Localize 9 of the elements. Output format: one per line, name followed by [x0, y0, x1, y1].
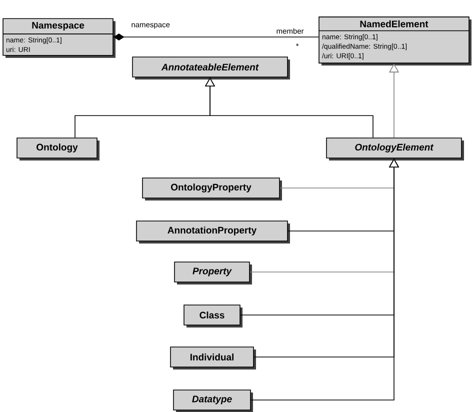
class-box: Individual [170, 346, 256, 370]
class-box: OntologyElement [326, 138, 464, 160]
class-box: Class [184, 304, 242, 328]
class-box: OntologyProperty [142, 178, 282, 200]
class-box: Datatype [173, 390, 253, 412]
class-box: AnnotateableElement [132, 56, 290, 80]
class-box: Property [174, 262, 252, 284]
class-box: AnnotationProperty [136, 220, 290, 244]
class-box: Ontology [16, 138, 100, 160]
